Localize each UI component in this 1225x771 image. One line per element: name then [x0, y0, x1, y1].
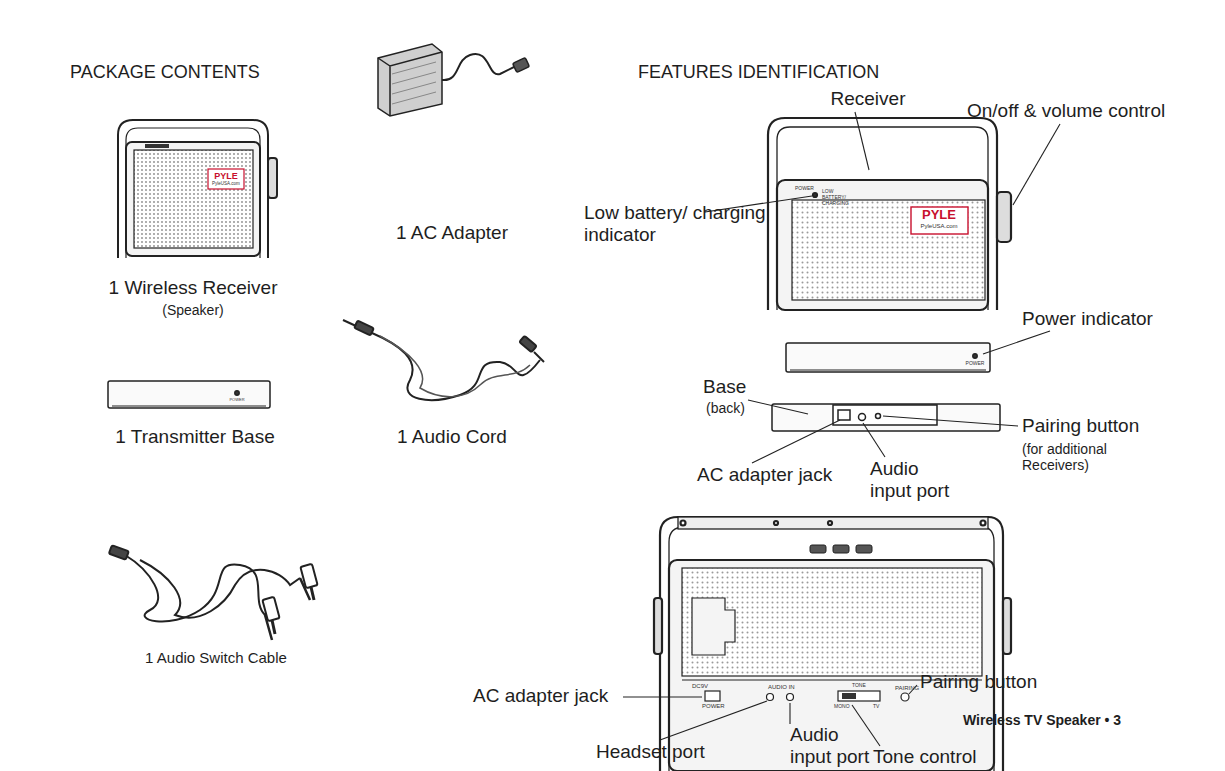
audio-cord — [343, 320, 544, 400]
part-label: Base — [703, 376, 746, 398]
brand-logo: PYLE — [922, 208, 956, 223]
panel-marking: LOW BATTERY/ CHARGING — [822, 189, 856, 206]
brand-logo: PYLE — [214, 171, 238, 181]
brand-url: PyleUSA.com — [212, 181, 240, 186]
section-heading: PACKAGE CONTENTS — [70, 62, 260, 83]
panel-marking: TONE — [852, 683, 866, 689]
part-label: On/off & volume control — [967, 100, 1165, 122]
front-speaker — [768, 118, 1011, 310]
part-label: Receiver — [831, 88, 906, 110]
item-caption: 1 AC Adapter — [396, 222, 508, 244]
back-speaker — [654, 517, 1011, 771]
part-label: Low battery/ charging indicator — [584, 202, 769, 246]
item-caption: 1 Audio Cord — [397, 426, 507, 448]
panel-marking: AUDIO IN — [768, 684, 795, 691]
item-caption: 1 Wireless Receiver — [109, 277, 278, 299]
panel-marking: POWER — [966, 361, 985, 367]
part-label: Pairing button — [1022, 415, 1139, 437]
panel-marking: MONO — [834, 704, 850, 710]
package-speaker — [118, 120, 277, 258]
panel-marking: PAIRING — [895, 685, 919, 692]
part-note: (for additional Receivers) — [1022, 441, 1157, 473]
front-base — [786, 343, 990, 372]
audio-switch-cable — [109, 545, 318, 640]
section-heading: FEATURES IDENTIFICATION — [638, 62, 879, 83]
panel-marking: POWER — [229, 398, 244, 403]
part-note: (back) — [706, 400, 745, 416]
part-label: Power indicator — [1022, 308, 1153, 330]
part-label: Tone control — [873, 746, 977, 768]
package-base — [108, 381, 270, 408]
part-label: Audio input port — [790, 724, 882, 768]
item-note: (Speaker) — [162, 302, 223, 318]
ac-adapter — [378, 44, 529, 116]
part-label: Audio input port — [870, 458, 962, 502]
panel-marking: DC9V — [692, 683, 708, 690]
panel-marking: POWER — [702, 703, 725, 710]
panel-marking: TV — [873, 704, 879, 710]
part-label: AC adapter jack — [697, 464, 832, 486]
part-label: Pairing button — [920, 671, 1037, 693]
panel-marking: POWER — [795, 186, 814, 192]
brand-url: PyleUSA.com — [920, 223, 957, 230]
item-caption: 1 Audio Switch Cable — [145, 649, 287, 666]
item-caption: 1 Transmitter Base — [115, 426, 274, 448]
base-back — [772, 404, 1000, 431]
page-footer: Wireless TV Speaker • 3 — [963, 712, 1121, 728]
part-label: AC adapter jack — [473, 685, 608, 707]
part-label: Headset port — [596, 741, 705, 763]
